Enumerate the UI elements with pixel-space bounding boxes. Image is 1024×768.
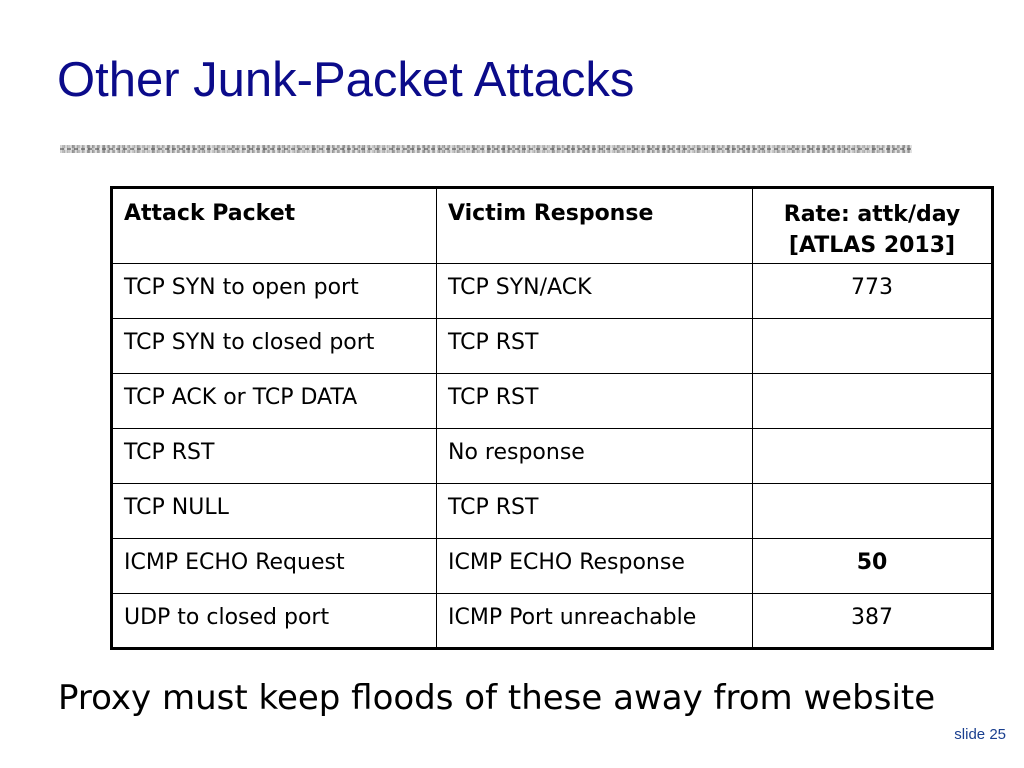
rate-cell — [752, 373, 993, 429]
rate-cell: 773 — [752, 263, 993, 319]
table-row: TCP ACK or TCP DATA TCP RST — [111, 373, 993, 429]
victim-response-cell: TCP RST — [436, 373, 753, 429]
rate-cell — [752, 318, 993, 374]
header-attack-packet: Attack Packet — [111, 187, 437, 264]
table-row: UDP to closed port ICMP Port unreachable… — [111, 593, 993, 649]
victim-response-cell: TCP RST — [436, 318, 753, 374]
table-header-row: Attack Packet Victim Response Rate: attk… — [111, 187, 993, 264]
header-rate: Rate: attk/day [ATLAS 2013] — [752, 187, 993, 264]
victim-response-cell: ICMP ECHO Response — [436, 538, 753, 594]
footnote-text: Proxy must keep floods of these away fro… — [58, 678, 936, 718]
attack-packet-cell: TCP NULL — [111, 483, 437, 539]
header-victim-response: Victim Response — [436, 187, 753, 264]
table-row: TCP SYN to open port TCP SYN/ACK 773 — [111, 263, 993, 319]
rate-cell: 387 — [752, 593, 993, 649]
header-rate-source: [ATLAS 2013] — [788, 233, 956, 258]
slide-number: slide 25 — [954, 726, 1006, 743]
attack-table: Attack Packet Victim Response Rate: attk… — [110, 186, 994, 650]
attack-packet-cell: TCP RST — [111, 428, 437, 484]
rate-cell-highlighted: 50 — [752, 538, 993, 594]
title-divider — [60, 145, 912, 153]
header-rate-label: Rate: attk/day — [783, 202, 961, 227]
table-row: TCP SYN to closed port TCP RST — [111, 318, 993, 374]
rate-cell — [752, 428, 993, 484]
slide-title: Other Junk-Packet Attacks — [57, 53, 635, 107]
victim-response-cell: TCP SYN/ACK — [436, 263, 753, 319]
rate-cell — [752, 483, 993, 539]
attack-packet-cell: UDP to closed port — [111, 593, 437, 649]
attack-packet-cell: ICMP ECHO Request — [111, 538, 437, 594]
victim-response-cell: TCP RST — [436, 483, 753, 539]
table-row: TCP NULL TCP RST — [111, 483, 993, 539]
attack-packet-cell: TCP SYN to closed port — [111, 318, 437, 374]
table-row: ICMP ECHO Request ICMP ECHO Response 50 — [111, 538, 993, 594]
victim-response-cell: ICMP Port unreachable — [436, 593, 753, 649]
table-row: TCP RST No response — [111, 428, 993, 484]
attack-packet-cell: TCP SYN to open port — [111, 263, 437, 319]
victim-response-cell: No response — [436, 428, 753, 484]
attack-packet-cell: TCP ACK or TCP DATA — [111, 373, 437, 429]
